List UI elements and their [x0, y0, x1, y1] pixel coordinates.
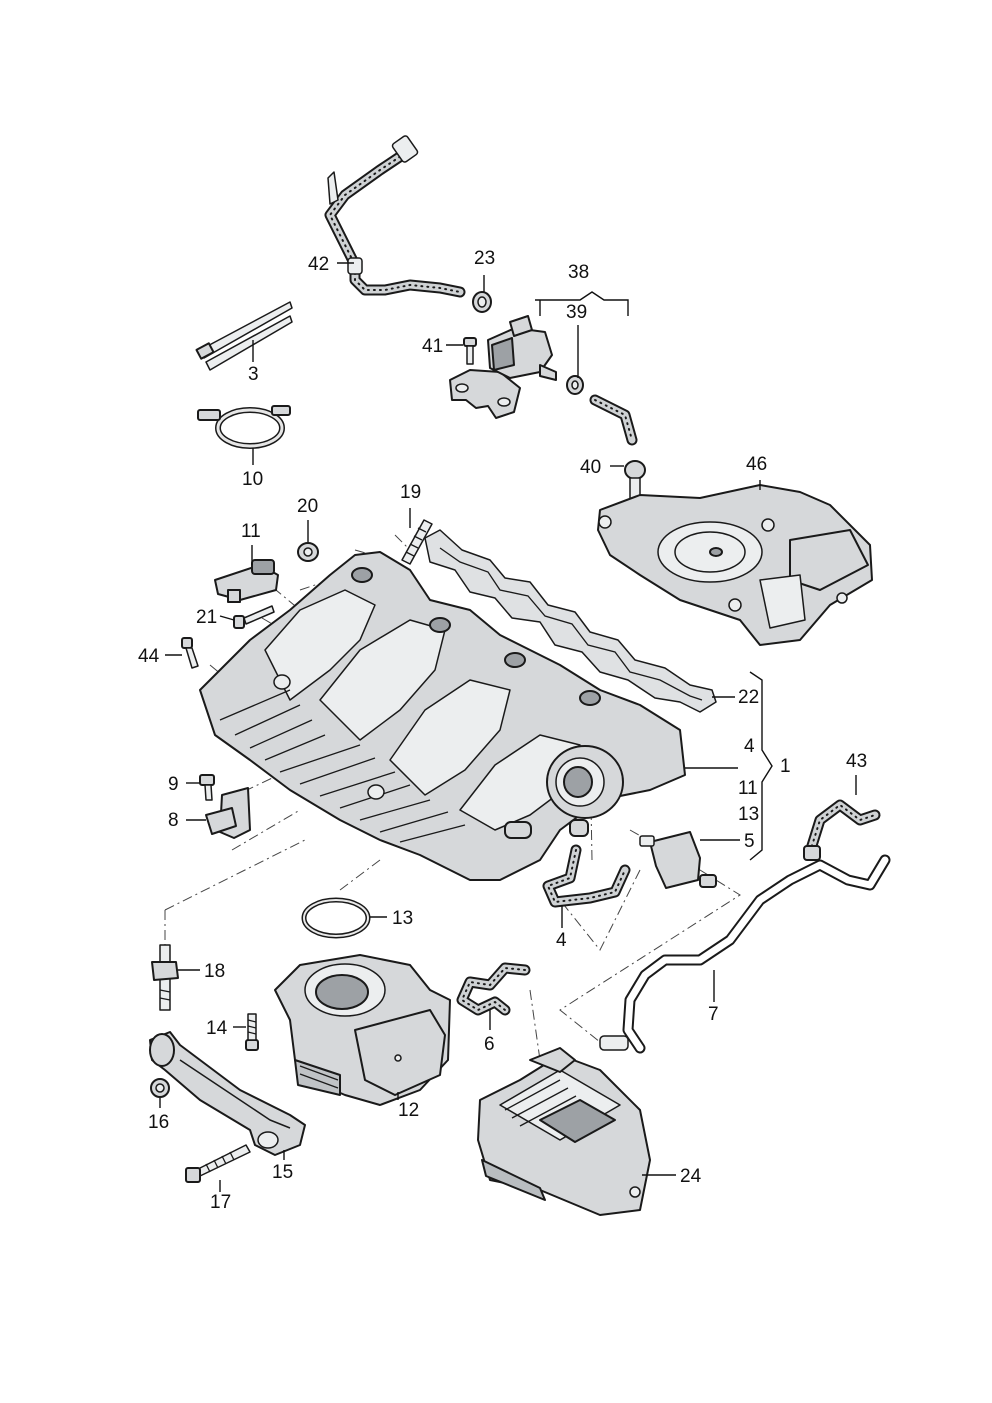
label-23: 23 — [474, 248, 495, 269]
label-11-group: 11 — [738, 778, 758, 799]
label-15: 15 — [272, 1162, 293, 1183]
hose-clamp-10 — [197, 405, 291, 449]
bolt-17 — [185, 1144, 251, 1183]
hose-43 — [804, 799, 881, 858]
label-6: 6 — [484, 1034, 495, 1055]
hose-4 — [542, 844, 631, 908]
label-44: 44 — [138, 646, 160, 667]
label-9: 9 — [168, 774, 179, 795]
sensor-8 — [199, 774, 251, 839]
valve-assembly — [449, 315, 557, 419]
gasket-22 — [424, 529, 717, 713]
label-24: 24 — [680, 1166, 702, 1187]
label-39: 39 — [566, 302, 587, 323]
air-filter-24 — [477, 1047, 651, 1216]
label-4-lower: 4 — [556, 930, 567, 951]
bracket-15 — [149, 1031, 306, 1156]
cover-46 — [597, 484, 873, 646]
label-4-upper: 4 — [744, 736, 755, 757]
label-13: 13 — [392, 908, 413, 929]
leader-lines — [159, 262, 857, 1192]
label-14: 14 — [206, 1018, 228, 1039]
cable-ties-3 — [195, 301, 293, 371]
hose-42 — [324, 135, 466, 298]
sensor-11 — [214, 559, 279, 603]
nut-20 — [297, 542, 319, 562]
label-7: 7 — [708, 1004, 719, 1025]
label-8: 8 — [168, 810, 179, 831]
label-46: 46 — [746, 454, 767, 475]
nut-16 — [150, 1078, 170, 1098]
part-labels: 42 23 38 39 41 3 10 40 46 19 20 11 21 44… — [138, 248, 867, 1213]
clamp-39 — [566, 375, 584, 395]
label-13-group: 13 — [738, 804, 759, 825]
label-40: 40 — [580, 457, 601, 478]
clamp-23 — [472, 291, 492, 313]
label-1: 1 — [780, 756, 791, 777]
label-22: 22 — [738, 687, 759, 708]
label-16: 16 — [148, 1112, 169, 1133]
label-42: 42 — [308, 254, 329, 275]
bolt-21 — [233, 605, 275, 629]
hose-6 — [456, 962, 531, 1016]
clamp-40 — [624, 460, 646, 501]
screw-14 — [245, 1013, 259, 1051]
stud-19 — [401, 519, 433, 565]
valve-5 — [639, 831, 717, 889]
label-38: 38 — [568, 262, 589, 283]
hose-38 — [589, 394, 638, 446]
label-17: 17 — [210, 1192, 231, 1213]
o-ring-13 — [301, 897, 371, 939]
intake-manifold — [199, 551, 686, 881]
label-21: 21 — [196, 607, 217, 628]
label-18: 18 — [204, 961, 225, 982]
label-3: 3 — [248, 364, 259, 385]
label-5: 5 — [744, 831, 755, 852]
label-20: 20 — [297, 496, 318, 517]
label-10: 10 — [242, 469, 263, 490]
stud-18 — [151, 944, 179, 1011]
label-41: 41 — [422, 336, 443, 357]
hose-7 — [599, 845, 891, 1054]
label-11: 11 — [241, 521, 261, 542]
throttle-body-12 — [274, 954, 451, 1106]
label-19: 19 — [400, 482, 421, 503]
label-43: 43 — [846, 751, 867, 772]
label-12: 12 — [398, 1100, 419, 1121]
screw-44 — [181, 637, 199, 669]
